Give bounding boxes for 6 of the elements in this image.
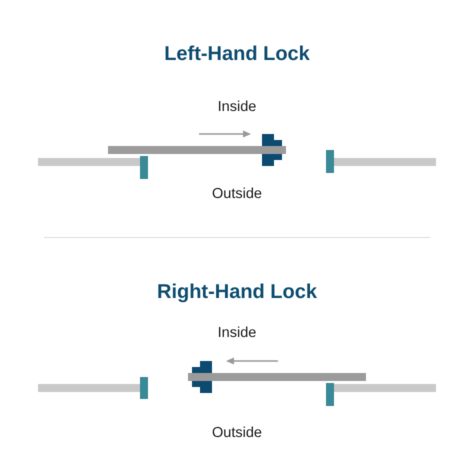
inside-label: Inside	[218, 98, 256, 116]
diagram-heading: Right-Hand Lock	[157, 280, 317, 304]
inside-label: Inside	[218, 324, 256, 342]
outside-label: Outside	[212, 185, 262, 203]
diagram-heading: Left-Hand Lock	[164, 42, 310, 66]
outside-label: Outside	[212, 424, 262, 442]
